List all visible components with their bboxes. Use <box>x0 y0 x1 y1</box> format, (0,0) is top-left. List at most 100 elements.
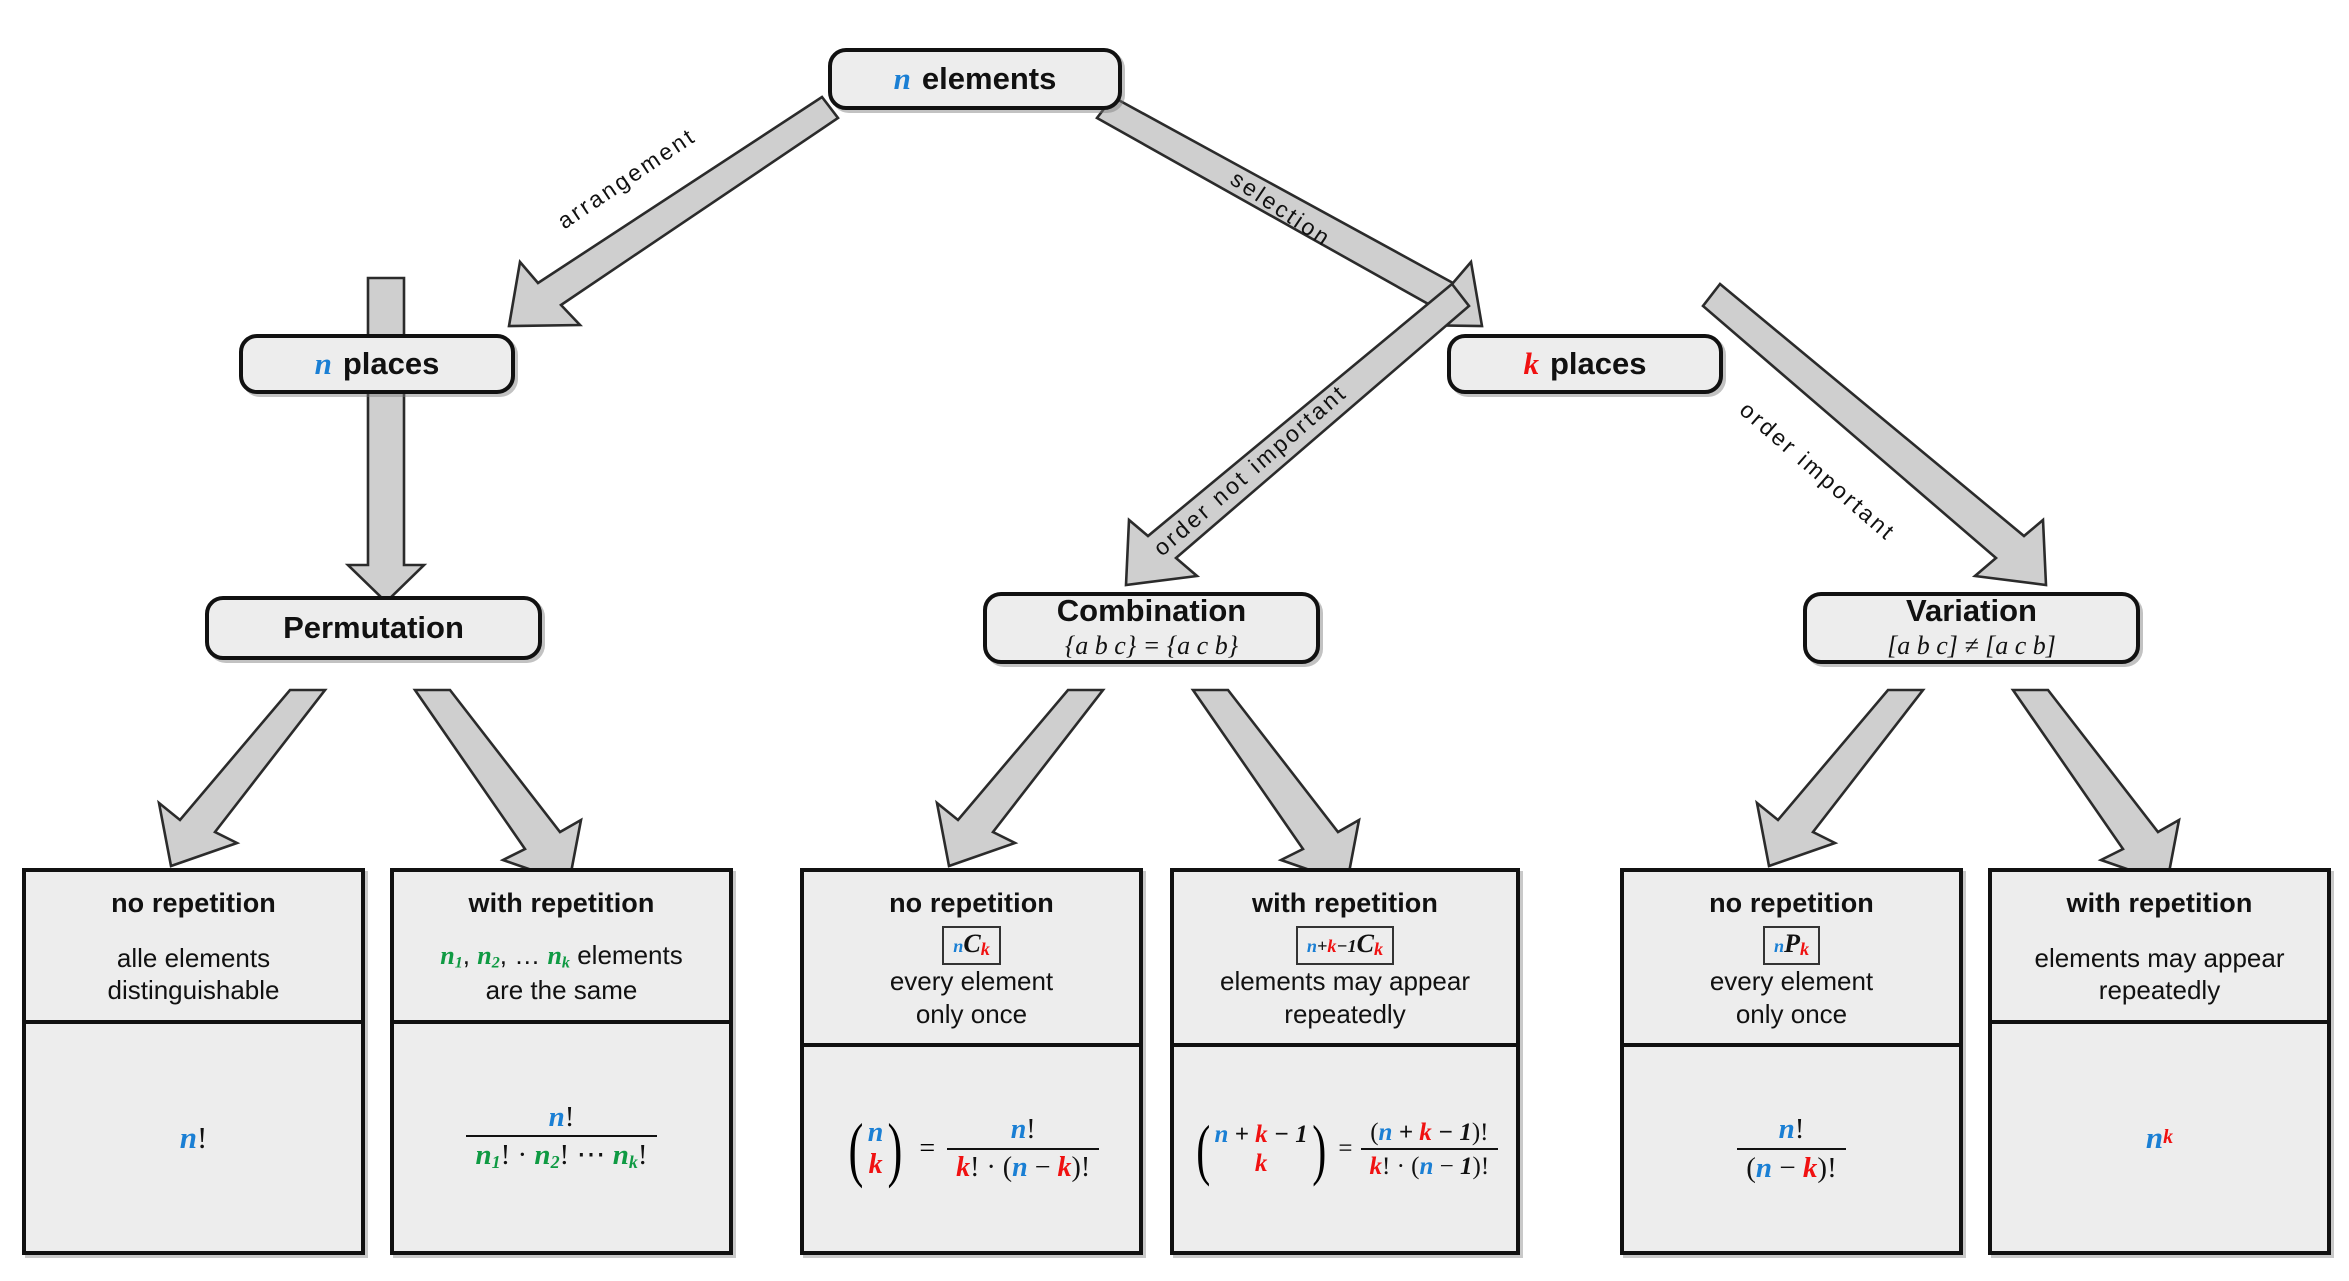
edge-label-selection: selection <box>1226 165 1337 252</box>
leaf-description: every element only once <box>804 965 1139 1031</box>
leaf-permutation-with-repetition[interactable]: with repetition n1, n2, … nk elements ar… <box>390 868 733 1255</box>
leaf-description-line1: every element <box>1709 965 1874 996</box>
fraction: n! n1! · n2! ⋯ nk! <box>466 1101 657 1173</box>
leaf-description-line1: alle elements <box>116 942 271 973</box>
leaf-permutation-no-repetition[interactable]: no repetition alle elements distinguisha… <box>22 868 365 1255</box>
leaf-top: no repetition nCk every element only onc… <box>804 872 1139 1048</box>
leaf-top: with repetition n1, n2, … nk elements ar… <box>394 872 729 1024</box>
node-combination[interactable]: Combination {a b c} = {a c b} <box>983 592 1320 664</box>
left-paren: ( <box>1196 1110 1211 1187</box>
leaf-description-line2: are the same <box>485 975 638 1006</box>
leaf-description-line2: repeatedly <box>2098 975 2221 1006</box>
fraction-denominator: n1! · n2! ⋯ nk! <box>466 1135 657 1172</box>
node-variation-title: Variation <box>1906 593 2037 629</box>
arrow-permutation-with-repetition <box>412 688 583 885</box>
node-permutation[interactable]: Permutation <box>205 596 542 660</box>
arrow-variation-with-repetition <box>2010 688 2181 885</box>
node-combination-subtitle: {a b c} = {a c b} <box>1064 630 1239 660</box>
leaf-description: n1, n2, … nk elements are the same <box>394 939 729 1007</box>
edge-label-arrangement: arrangement <box>552 122 701 234</box>
right-paren: ) <box>887 1108 903 1189</box>
leaf-description-line1: elements may appear <box>1219 965 1471 996</box>
leaf-variation-with-repetition[interactable]: with repetition elements may appear repe… <box>1988 868 2331 1255</box>
subscript-k: k <box>1373 938 1384 959</box>
fraction-numerator: (n + k − 1)! <box>1370 1118 1489 1146</box>
leaf-description-line2: only once <box>915 998 1028 1029</box>
leaf-description-line1: n1, n2, … nk elements <box>440 940 683 972</box>
leaf-top: no repetition alle elements distinguisha… <box>26 872 361 1024</box>
node-permutation-title: Permutation <box>283 609 464 645</box>
leaf-description: alle elements distinguishable <box>26 942 361 1008</box>
factorial-sign: ! <box>196 1119 208 1155</box>
fraction: (n + k − 1)! k! · (n − 1)! <box>1360 1118 1499 1180</box>
leaf-description: every element only once <box>1624 965 1959 1031</box>
variable-k: k <box>1523 345 1539 381</box>
letter-C: C <box>1356 929 1374 958</box>
leaf-heading: with repetition <box>2066 888 2253 918</box>
variable-n2: n2 <box>477 941 500 972</box>
leaf-heading: no repetition <box>889 888 1054 918</box>
leaf-variation-no-repetition[interactable]: no repetition nPk every element only onc… <box>1620 868 1963 1255</box>
leaf-description-line2: only once <box>1735 998 1848 1029</box>
fraction-numerator: n! <box>548 1101 575 1134</box>
subscript-k: k <box>1799 938 1810 959</box>
leaf-top: with repetition n+k−1Ck elements may app… <box>1174 872 1516 1048</box>
arrow-combination-no-repetition <box>935 688 1106 868</box>
leaf-combination-with-repetition[interactable]: with repetition n+k−1Ck elements may app… <box>1170 868 1520 1255</box>
exponent-k: k <box>2163 1126 2174 1148</box>
leaf-heading: with repetition <box>468 888 655 918</box>
fraction: n! (n − k)! <box>1737 1114 1846 1184</box>
node-n-elements[interactable]: n elements <box>828 48 1122 110</box>
symbol-nCk: nCk <box>942 926 1001 965</box>
variable-n: n <box>893 60 911 96</box>
binomial-stack: n + k − 1 k <box>1214 1120 1307 1178</box>
leaf-description-line1: elements may appear <box>2034 942 2285 973</box>
node-combination-title: Combination <box>1056 593 1247 629</box>
node-variation-subtitle: [a b c] ≠ [a c b] <box>1887 630 2056 660</box>
variable-n: n <box>314 345 332 381</box>
leaf-formula: n! <box>26 1024 361 1251</box>
arrow-permutation-no-repetition <box>157 688 328 868</box>
leaf-top: no repetition nPk every element only onc… <box>1624 872 1959 1048</box>
leaf-formula: n! (n − k)! <box>1624 1047 1959 1251</box>
variable-n: n <box>179 1119 197 1155</box>
fraction: n! k! · (n − k)! <box>947 1114 1100 1182</box>
binomial-top: n + k − 1 <box>1214 1121 1308 1149</box>
fraction-numerator: n! <box>1778 1113 1805 1146</box>
fraction-numerator: n! <box>1010 1114 1036 1146</box>
edge-label-order-not-important: order not important <box>1148 378 1353 561</box>
node-variation[interactable]: Variation [a b c] ≠ [a c b] <box>1803 592 2140 664</box>
node-k-places-text: places <box>1549 345 1647 381</box>
leaf-description-line2: repeatedly <box>1284 998 1406 1029</box>
arrow-variation-no-repetition <box>1755 688 1926 868</box>
equals-sign: = <box>919 1133 936 1165</box>
leaf-combination-no-repetition[interactable]: no repetition nCk every element only onc… <box>800 868 1143 1255</box>
binomial-stack: n k <box>868 1117 884 1182</box>
leaf-description-line2: distinguishable <box>107 975 280 1006</box>
equals-sign: = <box>1338 1135 1353 1163</box>
fraction-denominator: (n − k)! <box>1737 1147 1846 1184</box>
leaf-description-line1: every element <box>889 965 1054 996</box>
variable-nk: nk <box>547 941 570 972</box>
node-n-elements-text: elements <box>921 60 1057 96</box>
subscript-n: n <box>953 936 964 956</box>
binomial-bottom: k <box>868 1149 883 1181</box>
symbol-npkm1Ck: n+k−1Ck <box>1295 926 1395 965</box>
arrow-n-places-permutation <box>344 276 428 604</box>
letter-P: P <box>1784 929 1800 958</box>
fraction-denominator: k! · (n − 1)! <box>1360 1147 1499 1180</box>
variable-n: n <box>2145 1119 2164 1155</box>
leaf-formula: ( n k ) = n! k! · (n − k)! <box>804 1047 1139 1251</box>
node-n-places-text: places <box>342 345 440 381</box>
leaf-heading: with repetition <box>1252 888 1438 918</box>
left-paren: ( <box>848 1108 864 1189</box>
binomial-coefficient: ( n + k − 1 k ) <box>1192 1110 1331 1189</box>
variable-n1: n1 <box>440 941 463 972</box>
letter-C: C <box>963 929 981 958</box>
